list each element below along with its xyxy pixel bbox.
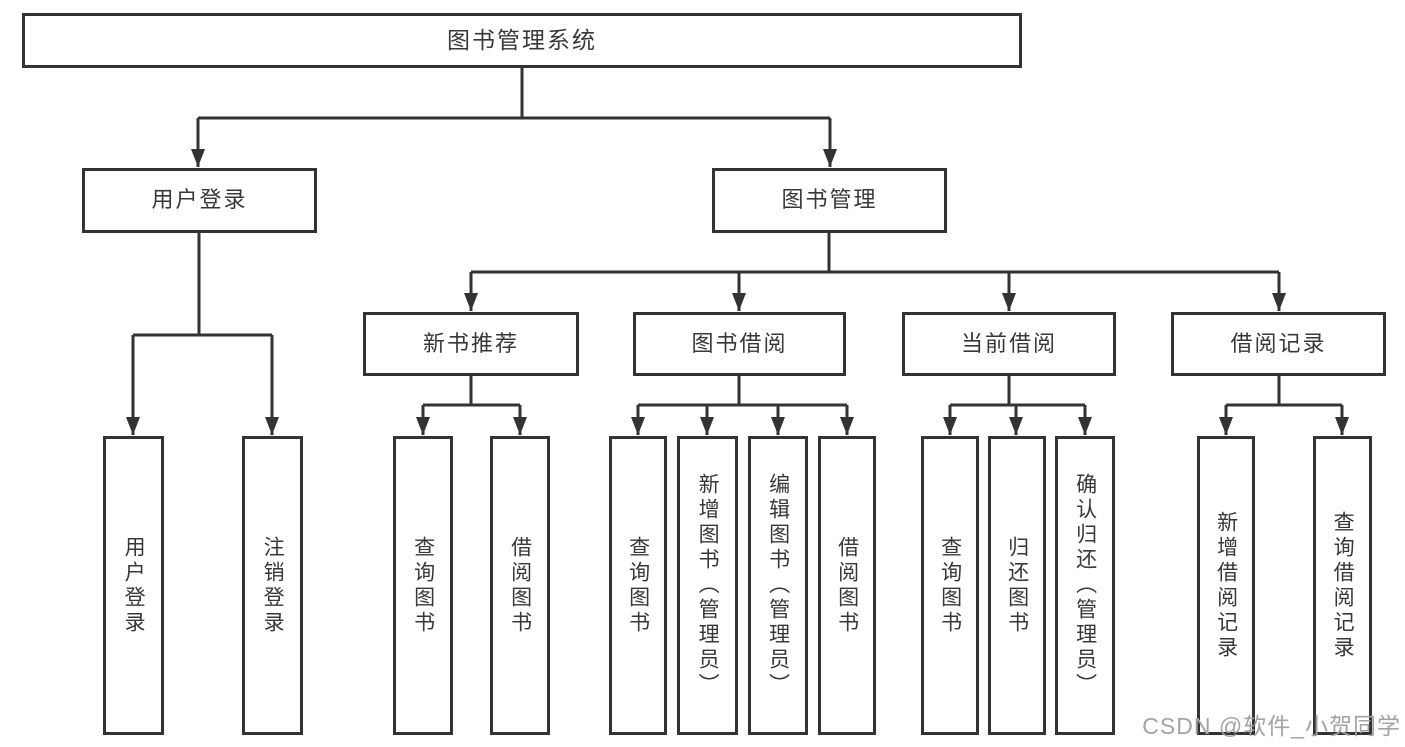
leaf-logout: 注销登录 — [242, 436, 303, 735]
leaf-edit-book-admin: 编辑图书（管理员） — [748, 436, 808, 735]
leaf-user-login: 用户登录 — [103, 436, 164, 735]
leaf-borrow-books-recommend: 借阅图书 — [490, 436, 550, 735]
leaf-query-books-borrow: 查询图书 — [609, 436, 667, 735]
leaf-return-book: 归还图书 — [988, 436, 1046, 735]
node-current-borrow: 当前借阅 — [902, 312, 1116, 376]
node-library-management-system: 图书管理系统 — [22, 13, 1022, 68]
node-user-login: 用户登录 — [82, 168, 317, 233]
node-book-borrow: 图书借阅 — [633, 312, 846, 376]
node-borrow-records: 借阅记录 — [1171, 312, 1386, 376]
watermark: CSDN @软件_小贺同学 — [1142, 713, 1401, 739]
leaf-borrow-books: 借阅图书 — [818, 436, 876, 735]
leaf-confirm-return-admin: 确认归还（管理员） — [1055, 436, 1115, 735]
node-book-management: 图书管理 — [712, 168, 947, 233]
leaf-query-borrow-record: 查询借阅记录 — [1313, 436, 1372, 735]
leaf-add-book-admin: 新增图书（管理员） — [677, 436, 738, 735]
leaf-query-books-current: 查询图书 — [921, 436, 979, 735]
node-new-book-recommend: 新书推荐 — [363, 312, 579, 376]
leaf-add-borrow-record: 新增借阅记录 — [1197, 436, 1255, 735]
leaf-query-books-recommend: 查询图书 — [393, 436, 453, 735]
